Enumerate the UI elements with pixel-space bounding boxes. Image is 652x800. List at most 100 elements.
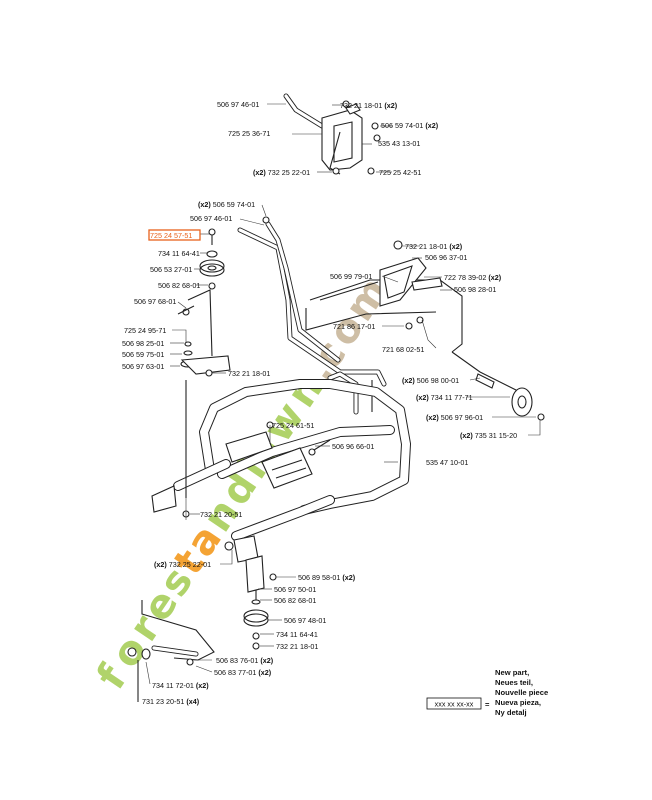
part-number-label: (x2) 732 25 22-01: [253, 168, 310, 177]
part-number: 506 59 74-01: [381, 121, 423, 130]
part-number: 535 47 10-01: [426, 458, 468, 467]
part-number: 725 25 36-71: [228, 129, 270, 138]
part-number-label: 506 59 75-01: [122, 350, 164, 359]
legend-box-text: xxx xx xx-xx: [435, 700, 474, 709]
part-number: 732 25 22-01: [268, 168, 310, 177]
quantity-label: (x2): [382, 101, 397, 110]
part-number-label: 734 11 64-41: [158, 249, 200, 258]
part-number-label: 506 97 50-01: [274, 585, 316, 594]
legend-equals: =: [485, 700, 490, 709]
part-number: 732 25 22-01: [169, 560, 211, 569]
part-number: 506 97 46-01: [190, 214, 232, 223]
part-number: 725 25 42-51: [379, 168, 421, 177]
part-number: 506 82 68-01: [158, 281, 200, 290]
legend-line-1: New part,: [495, 668, 529, 677]
part-number: 734 11 64-41: [158, 249, 200, 258]
part-number: 734 11 77-71: [431, 393, 473, 402]
legend-line-4: Nueva pieza,: [495, 698, 541, 707]
part-number: 734 11 64-41: [276, 630, 318, 639]
part-number: 506 82 68-01: [274, 596, 316, 605]
part-number: 732 21 18-01: [276, 642, 318, 651]
part-number: 506 53 27-01: [150, 265, 192, 274]
part-number-label: 506 97 63-01: [122, 362, 164, 371]
quantity-label: (x4): [184, 697, 199, 706]
quantity-label: (x2): [460, 431, 475, 440]
left-pulley-stack: [177, 228, 231, 498]
highlighted-part-box: [148, 229, 201, 241]
part-number: 506 83 76-01: [216, 656, 258, 665]
part-number: 506 98 28-01: [454, 285, 496, 294]
control-rod: [237, 216, 387, 387]
part-number: 506 83 77-01: [214, 668, 256, 677]
lower-pulley-assembly: [127, 573, 277, 702]
part-number: 732 21 18-01: [340, 101, 382, 110]
legend: xxx xx xx-xx = New part, Neues teil, Nou…: [426, 668, 548, 717]
part-number: 725 24 61-51: [272, 421, 314, 430]
part-number-label: 506 83 77-01 (x2): [214, 668, 272, 677]
quantity-label: (x2): [402, 376, 417, 385]
part-number: 506 99 79-01: [330, 272, 372, 281]
quantity-label: (x2): [340, 573, 355, 582]
part-number-label: 725 25 42-51: [379, 168, 421, 177]
part-number: 506 97 96-01: [441, 413, 483, 422]
part-number-label: 506 89 58-01 (x2): [298, 573, 356, 582]
part-number-label: 506 53 27-01: [150, 265, 192, 274]
part-number-label: 506 98 28-01: [454, 285, 496, 294]
part-number-label: 732 21 18-01: [228, 369, 270, 378]
quantity-label: (x2): [256, 668, 271, 677]
part-number: 506 59 75-01: [122, 350, 164, 359]
part-number: 725 24 57-51: [150, 231, 192, 240]
part-number-label: 506 97 48-01: [284, 616, 326, 625]
part-number-label: 506 82 68-01: [274, 596, 316, 605]
quantity-label: (x2): [198, 200, 213, 209]
part-number: 721 68 02-51: [382, 345, 424, 354]
part-number: 506 98 25-01: [122, 339, 164, 348]
part-number: 732 21 18-01: [405, 242, 447, 251]
part-number-label: 506 83 76-01 (x2): [216, 656, 274, 665]
part-number-label: 732 21 18-01: [276, 642, 318, 651]
part-number-label: (x2) 734 11 77-71: [416, 393, 473, 402]
legend-line-5: Ny detalj: [495, 708, 527, 717]
part-number: 722 78 39-02: [444, 273, 486, 282]
part-number: 735 31 15-20: [475, 431, 517, 440]
right-frame-assembly: [305, 240, 545, 421]
part-number: 721 86 17-01: [333, 322, 375, 331]
part-number-label: 722 78 39-02 (x2): [444, 273, 502, 282]
part-number-label: 731 23 20-51 (x4): [142, 697, 200, 706]
quantity-label: (x2): [423, 121, 438, 130]
quantity-label: (x2): [194, 681, 209, 690]
part-number-label: 506 59 74-01 (x2): [381, 121, 439, 130]
quantity-label: (x2): [154, 560, 169, 569]
part-number: 731 23 20-51: [142, 697, 184, 706]
part-number-label: (x2) 506 97 96-01: [426, 413, 483, 422]
part-number: 732 21 18-01: [228, 369, 270, 378]
part-number-label: 732 21 18-01 (x2): [405, 242, 463, 251]
part-number-label: 535 47 10-01: [426, 458, 468, 467]
quantity-label: (x2): [447, 242, 462, 251]
part-number: 506 96 66-01: [332, 442, 374, 451]
part-number-label: (x2) 732 25 22-01: [154, 560, 211, 569]
main-handle-frame: [151, 379, 411, 593]
part-number-label: 506 96 37-01: [425, 253, 467, 262]
part-number: 506 97 68-01: [134, 297, 176, 306]
part-number-label: (x2) 735 31 15-20: [460, 431, 517, 440]
part-number-label: 734 11 72-01 (x2): [152, 681, 209, 690]
legend-line-3: Nouvelle piece: [495, 688, 548, 697]
leader-lines: [137, 103, 541, 702]
legend-box: [426, 697, 482, 710]
part-number: 732 21 20-51: [200, 510, 242, 519]
part-number: 506 89 58-01: [298, 573, 340, 582]
part-number-label: 725 24 95-71: [124, 326, 166, 335]
part-number-label: 506 98 25-01: [122, 339, 164, 348]
part-number-label: 734 11 64-41: [276, 630, 318, 639]
part-number-label: (x2) 506 59 74-01: [198, 200, 255, 209]
part-number-label: 721 86 17-01: [333, 322, 375, 331]
part-number-label: 732 21 18-01 (x2): [340, 101, 398, 110]
part-number: 535 43 13-01: [378, 139, 420, 148]
part-number: 734 11 72-01: [152, 681, 194, 690]
part-number-label: 506 82 68-01: [158, 281, 200, 290]
part-number-label: 535 43 13-01: [378, 139, 420, 148]
quantity-label: (x2): [486, 273, 501, 282]
